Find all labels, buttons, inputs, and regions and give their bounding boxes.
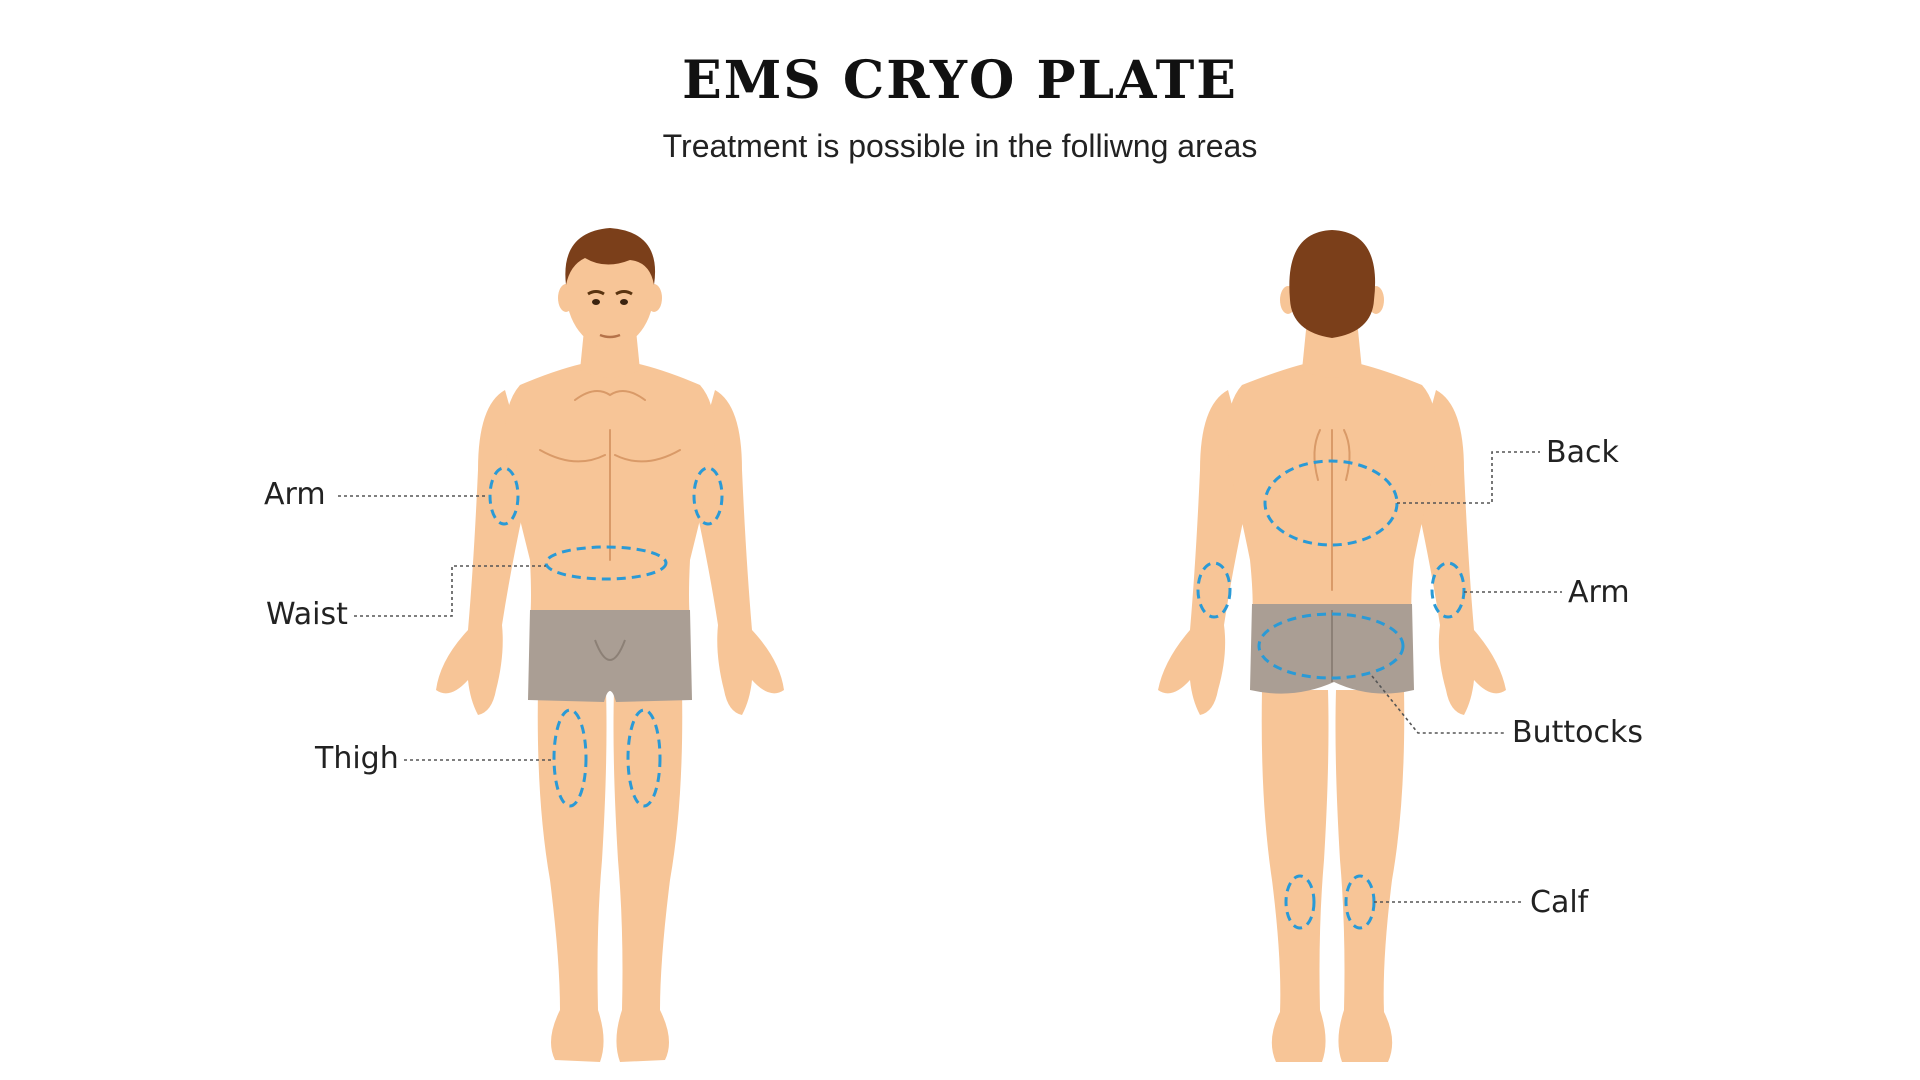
back-arm-zone-left (1196, 561, 1232, 619)
back-calf-zone-left (1284, 874, 1316, 930)
front-waist-label: Waist (266, 597, 348, 632)
back-right-arm (1412, 390, 1506, 715)
front-shorts (528, 610, 692, 702)
front-head (566, 232, 654, 348)
front-thigh-label: Thigh (314, 741, 399, 776)
front-waist-zone (544, 545, 668, 581)
back-left-arm (1158, 390, 1252, 715)
diagram-title: EMS CRYO PLATE (682, 50, 1238, 111)
front-thigh-zone-left (552, 708, 588, 808)
back-back-leader (1397, 451, 1540, 504)
front-right-leg (613, 690, 683, 1062)
front-thigh-zone-right (626, 708, 662, 808)
back-arm-zone-right (1430, 561, 1466, 619)
front-hair (565, 228, 656, 285)
front-left-arm (436, 390, 530, 715)
back-buttocks-label: Buttocks (1512, 715, 1643, 750)
front-arm-label: Arm (264, 477, 326, 512)
front-figure: Arm Waist Thigh (264, 228, 784, 1062)
diagram-subtitle: Treatment is possible in the folliwng ar… (662, 128, 1258, 164)
front-arm-zone-left (488, 466, 520, 526)
front-waist-leader (354, 565, 546, 617)
back-right-leg (1335, 690, 1405, 1062)
back-figure: Back Arm Buttocks Calf (1158, 230, 1643, 1062)
back-back-label: Back (1546, 435, 1619, 470)
front-left-leg (537, 690, 607, 1062)
back-buttocks-zone (1257, 612, 1405, 680)
back-buttocks-leader (1371, 675, 1506, 734)
back-arm-label: Arm (1568, 575, 1630, 610)
front-arm-zone-right (692, 466, 724, 526)
back-calf-label: Calf (1530, 885, 1590, 920)
back-head-hair (1289, 230, 1376, 338)
